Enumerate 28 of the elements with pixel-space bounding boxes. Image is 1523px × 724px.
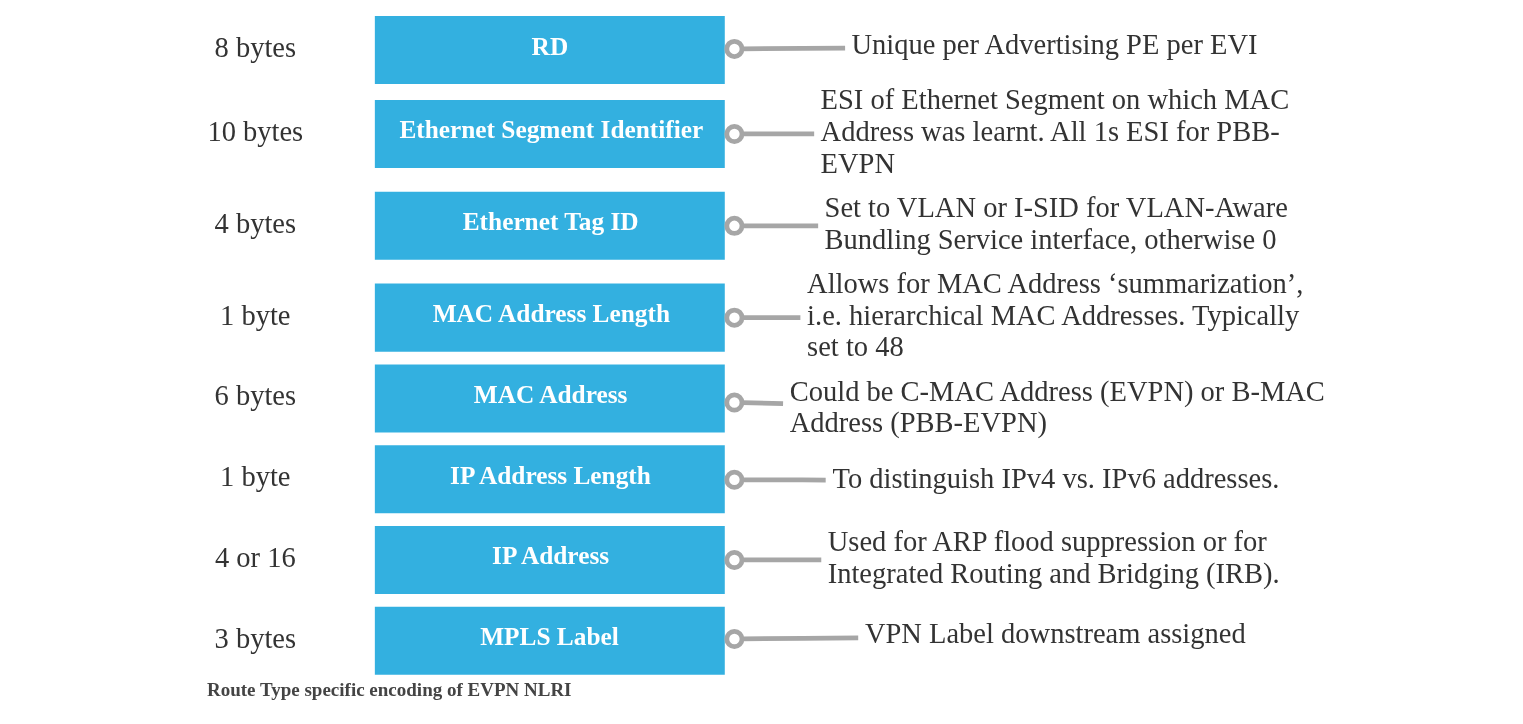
- node-label: 8 bytes: [214, 32, 296, 64]
- node-label: 3 bytes: [214, 622, 296, 654]
- connector: [723, 38, 845, 59]
- connector: [723, 392, 783, 413]
- caption: Route Type specific encoding of EVPN NLRI: [206, 679, 572, 701]
- node-text: Allows for MAC Address ‘summarization’, i.e. hierarchical MAC Addresses. Typically set to 48: [806, 267, 1303, 363]
- node-box: MPLS Label: [371, 603, 728, 678]
- node-box: MAC Address Length: [371, 280, 728, 355]
- node-label: 10 bytes: [206, 115, 303, 147]
- connector: [723, 549, 821, 570]
- node-text: VPN Label downstream assigned: [864, 617, 1246, 649]
- node-label: 4 bytes: [214, 207, 296, 239]
- connector: [723, 469, 826, 490]
- connector: [723, 629, 858, 649]
- node-text: Unique per Advertising PE per EVI: [850, 28, 1258, 60]
- node-text: ESI of Ethernet Segment on which MAC Address was learnt. All 1s ESI for PBB-EVPN: [820, 84, 1289, 179]
- node-label: 1 byte: [219, 299, 291, 331]
- connector: [723, 215, 818, 236]
- node-text: Could be C-MAC Address (EVPN) or B-MAC Address (PBB-EVPN): [789, 375, 1325, 439]
- node-box: MAC Address: [371, 361, 728, 436]
- node-label: 4 or 16: [214, 541, 296, 573]
- node-text: Used for ARP flood suppression or for Integrated Routing and Bridging (IRB).: [827, 526, 1280, 589]
- node-text: Set to VLAN or I-SID for VLAN-Aware Bundling Service interface, otherwise 0: [824, 191, 1288, 255]
- node-label: 1 byte: [219, 461, 291, 493]
- node-label: 6 bytes: [214, 380, 296, 412]
- connector: [723, 307, 800, 328]
- connector: [723, 124, 814, 144]
- node-text: To distinguish IPv4 vs. IPv6 addresses.: [831, 462, 1279, 494]
